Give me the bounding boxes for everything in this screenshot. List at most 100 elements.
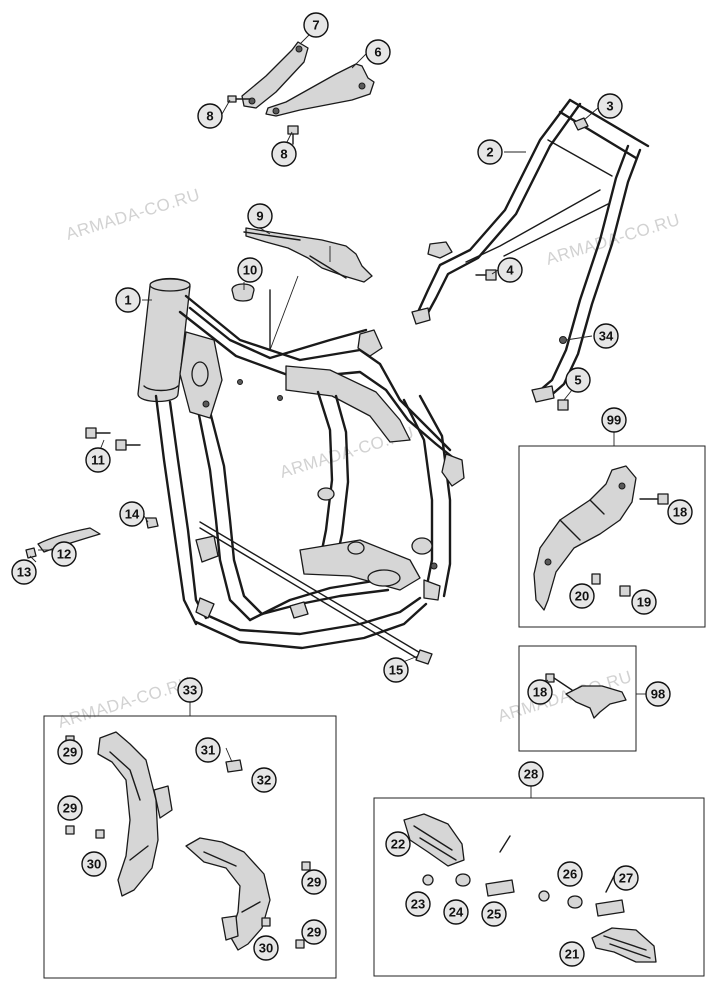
svg-text:13: 13 xyxy=(17,565,31,580)
callout-5: 5 xyxy=(565,367,591,393)
washer-23 xyxy=(422,874,434,886)
svg-text:9: 9 xyxy=(256,209,263,224)
svg-text:29: 29 xyxy=(63,745,77,760)
svg-text:7: 7 xyxy=(312,18,319,33)
main-frame xyxy=(137,277,465,650)
subframe xyxy=(411,98,650,411)
leader-lines xyxy=(29,27,599,763)
box-99 xyxy=(518,445,706,628)
svg-text:34: 34 xyxy=(599,329,614,344)
svg-text:3: 3 xyxy=(606,99,613,114)
footrests xyxy=(403,813,657,963)
svg-text:26: 26 xyxy=(563,867,577,882)
callout-6: 6 xyxy=(365,39,391,65)
callout-26: 26 xyxy=(557,861,583,887)
bushing-34 xyxy=(559,336,567,344)
svg-text:32: 32 xyxy=(257,773,271,788)
svg-text:30: 30 xyxy=(259,941,273,956)
svg-text:23: 23 xyxy=(411,897,425,912)
svg-text:2: 2 xyxy=(486,145,493,160)
clamp-10 xyxy=(231,283,255,302)
guide-part xyxy=(565,685,627,719)
frame-protectors xyxy=(65,731,311,951)
axle-15 xyxy=(199,521,423,655)
svg-text:1: 1 xyxy=(124,293,131,308)
svg-text:8: 8 xyxy=(280,147,287,162)
subframe-tube-right xyxy=(536,144,630,394)
callout-bubbles: 7 6 8 8 3 2 9 10 4 1 34 5 99 11 18 14 12… xyxy=(11,12,693,967)
callout-3: 3 xyxy=(597,93,623,119)
guard-99 xyxy=(533,465,669,611)
callout-25: 25 xyxy=(481,901,507,927)
bracket-6 xyxy=(265,63,375,117)
callout-29d: 29 xyxy=(301,919,327,945)
callout-7: 7 xyxy=(303,12,329,38)
svg-text:4: 4 xyxy=(506,263,514,278)
svg-text:10: 10 xyxy=(243,263,257,278)
svg-text:20: 20 xyxy=(575,589,589,604)
svg-text:18: 18 xyxy=(673,505,687,520)
box-28 xyxy=(373,797,705,977)
callout-19: 19 xyxy=(631,589,657,615)
callout-28: 28 xyxy=(518,761,544,787)
washer-20 xyxy=(591,573,601,585)
callout-30b: 30 xyxy=(253,935,279,961)
nut-14 xyxy=(145,517,159,529)
group-boxes xyxy=(43,432,706,979)
callout-24: 24 xyxy=(443,899,469,925)
svg-text:24: 24 xyxy=(449,905,464,920)
callout-33: 33 xyxy=(177,677,203,703)
guard-part xyxy=(533,465,637,611)
svg-text:14: 14 xyxy=(125,507,140,522)
callout-18a: 18 xyxy=(667,499,693,525)
nut-29d xyxy=(295,939,305,949)
callout-10: 10 xyxy=(237,257,263,283)
clamp-31 xyxy=(225,759,243,773)
svg-text:19: 19 xyxy=(637,595,651,610)
svg-text:15: 15 xyxy=(389,663,403,678)
spring-26 xyxy=(567,895,583,909)
holder-9 xyxy=(245,227,373,283)
footrest-21 xyxy=(591,927,657,963)
callout-29a: 29 xyxy=(57,739,83,765)
svg-text:31: 31 xyxy=(201,743,215,758)
callout-8b: 8 xyxy=(271,141,297,167)
callout-4: 4 xyxy=(497,257,523,283)
callout-12: 12 xyxy=(51,541,77,567)
pin-25 xyxy=(485,879,515,897)
callout-22: 22 xyxy=(385,831,411,857)
bolt-11a xyxy=(85,427,97,439)
washer-26a xyxy=(538,890,550,902)
bolt-4 xyxy=(485,269,497,281)
callout-13: 13 xyxy=(11,559,37,585)
callout-18b: 18 xyxy=(527,679,553,705)
bolt-19 xyxy=(619,585,631,597)
callout-32: 32 xyxy=(251,767,277,793)
callout-2: 2 xyxy=(477,139,503,165)
callout-23: 23 xyxy=(405,891,431,917)
callout-30a: 30 xyxy=(81,851,107,877)
svg-text:21: 21 xyxy=(565,947,579,962)
svg-text:30: 30 xyxy=(87,857,101,872)
callout-20: 20 xyxy=(569,583,595,609)
watermarks: ARMADA-CO.RU ARMADA-CO.RU ARMADA-CO.RU A… xyxy=(56,185,683,732)
callout-14: 14 xyxy=(119,501,145,527)
svg-text:18: 18 xyxy=(533,685,547,700)
svg-text:22: 22 xyxy=(391,837,405,852)
callout-31: 31 xyxy=(195,737,221,763)
svg-text:98: 98 xyxy=(651,687,665,702)
bolt-18 xyxy=(657,493,669,505)
spring-24 xyxy=(455,873,471,887)
protector-left xyxy=(97,731,159,897)
svg-text:33: 33 xyxy=(183,683,197,698)
svg-text:6: 6 xyxy=(374,45,381,60)
svg-text:29: 29 xyxy=(307,925,321,940)
bracket-7 xyxy=(241,41,309,109)
wiring-holder xyxy=(231,227,373,351)
subframe-tube-left xyxy=(416,98,572,314)
svg-text:99: 99 xyxy=(607,413,621,428)
nut-29c xyxy=(301,861,311,871)
washer-30a xyxy=(95,829,105,839)
callout-29c: 29 xyxy=(301,869,327,895)
